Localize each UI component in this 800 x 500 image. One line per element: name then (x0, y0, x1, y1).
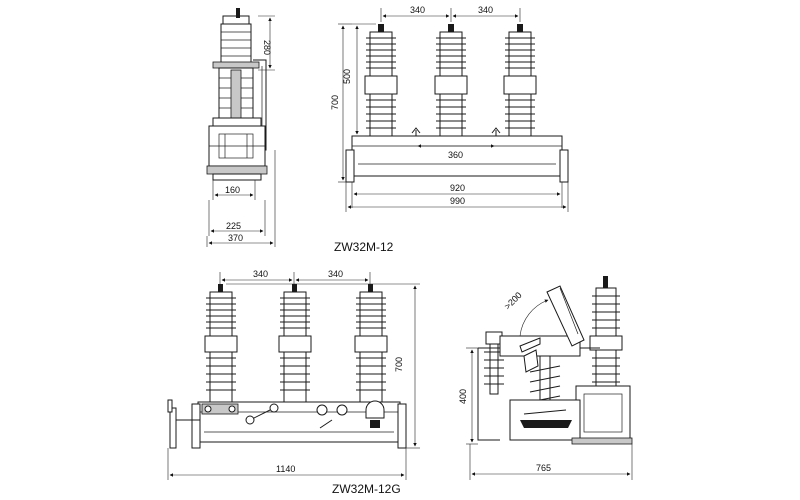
dim-370: 370 (206, 150, 276, 247)
dim-990-label: 990 (450, 196, 465, 206)
dim-700-top: 700 (330, 23, 352, 183)
dim-360: 360 (417, 144, 495, 160)
g-side-view: >200 400 765 (458, 276, 633, 480)
g-dim-340-a-label: 340 (253, 269, 268, 279)
insulator-1 (364, 24, 398, 137)
caption-zw32m-12g: ZW32M-12G (332, 482, 401, 496)
insulator-2 (434, 24, 468, 137)
g-insulator-3 (354, 284, 388, 403)
dim-225-label: 225 (226, 221, 241, 231)
g-dim-340-left: 340 (219, 269, 295, 284)
g-side-insulator (589, 276, 623, 395)
g-insulator-2 (278, 284, 312, 403)
g-front-view: 340 340 700 1140 (167, 269, 420, 480)
g-side-lever (546, 285, 585, 347)
upper-insulator (212, 8, 260, 69)
insulator-3 (503, 24, 537, 137)
dim-370-label: 370 (228, 233, 243, 243)
dim-500-label: 500 (342, 69, 352, 84)
g-dim-340-right: 340 (295, 269, 371, 284)
dim-340-b-label: 340 (478, 5, 493, 15)
operating-handle-icon (167, 399, 200, 449)
dim-280: 280 (258, 15, 275, 71)
g-dim-340-b-label: 340 (328, 269, 343, 279)
g-dim-400-label: 400 (458, 389, 468, 404)
g-dim-1140-label: 1140 (276, 464, 295, 474)
g-dim-400: 400 (458, 347, 478, 445)
front-base (345, 127, 569, 183)
dim-160: 160 (212, 180, 256, 200)
dim-920: 920 (351, 182, 563, 208)
g-dim-765-label: 765 (536, 463, 551, 473)
g-dim-700: 700 (226, 283, 420, 449)
caption-zw32m-12: ZW32M-12 (334, 240, 394, 254)
g-side-tank (509, 385, 633, 445)
dim-700-a-label: 700 (330, 95, 340, 110)
side-cabinet (206, 125, 268, 181)
dim-160-label: 160 (225, 185, 240, 195)
dim-500: 500 (342, 23, 376, 137)
g-dim-700-label: 700 (394, 357, 404, 372)
g-front-base (191, 400, 407, 449)
dim-225: 225 (208, 200, 266, 236)
g-dim-765: 765 (469, 444, 633, 480)
g-dim-1140: 1140 (167, 448, 407, 480)
dim-920-label: 920 (450, 183, 465, 193)
g-dim-200: >200 (502, 290, 549, 337)
dim-360-label: 360 (448, 150, 463, 160)
g-insulator-1 (204, 284, 238, 403)
dim-340-top-left: 340 (380, 5, 452, 22)
dim-280-label: 280 (262, 40, 272, 55)
dim-340-top-right: 340 (452, 5, 521, 22)
front-view: 340 340 500 700 360 920 (330, 5, 569, 212)
lower-insulator (212, 67, 262, 127)
g-dim-200-label: >200 (502, 290, 523, 311)
dim-340-a-label: 340 (410, 5, 425, 15)
dim-990: 990 (345, 182, 569, 212)
side-view: 280 160 225 370 (206, 8, 276, 247)
